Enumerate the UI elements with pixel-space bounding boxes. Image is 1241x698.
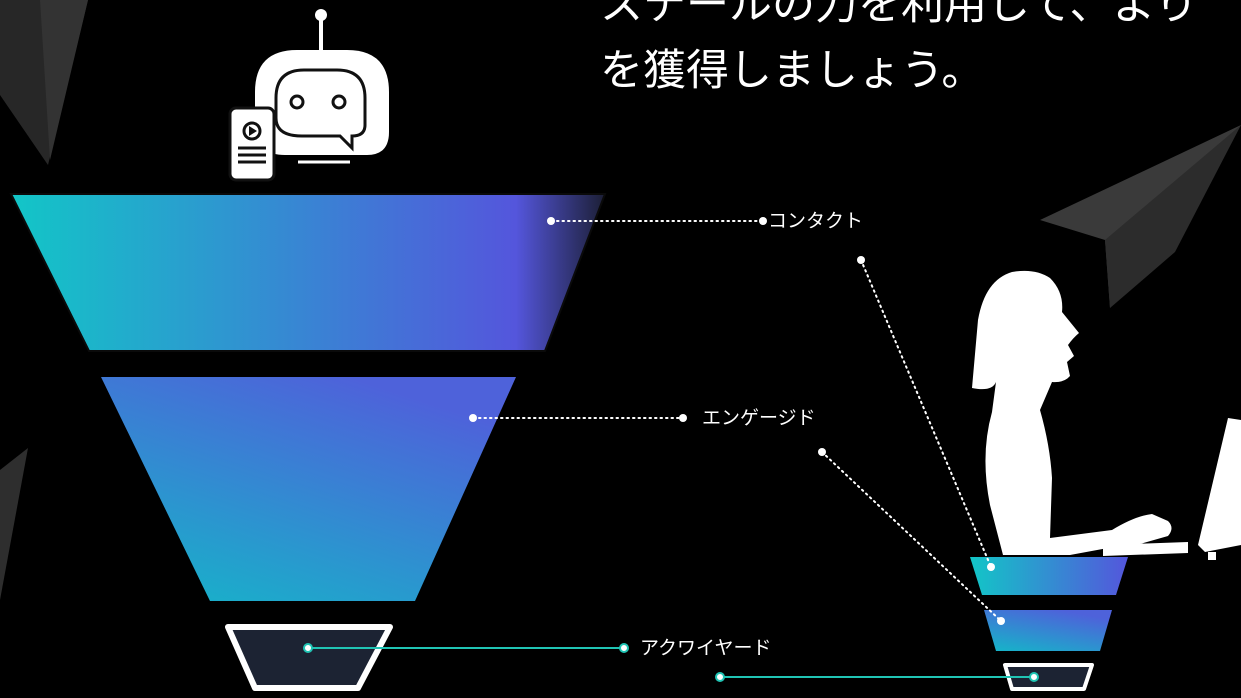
- headline-line-2: を獲得しましょう。: [600, 46, 985, 96]
- paper-plane-icon: [0, 448, 28, 600]
- connector-engaged: [469, 414, 1005, 625]
- connector-acquired: [303, 643, 1039, 682]
- headline-line-1: ステールの力を利用して、より: [600, 0, 1198, 30]
- person-at-computer-silhouette: [972, 270, 1241, 560]
- connector-contact: [547, 217, 995, 571]
- label-acquired: アクワイヤード: [640, 637, 772, 659]
- small-funnel-stage-contact: [970, 557, 1128, 595]
- funnel-stage-acquired: [225, 624, 393, 691]
- small-funnel-stage-acquired: [1003, 663, 1094, 691]
- funnel-stage-contact: [9, 193, 607, 352]
- paper-plane-icon: [0, 0, 88, 165]
- chatbot-icon: [228, 9, 389, 182]
- small-funnel-stage-engaged: [984, 610, 1112, 651]
- label-contact: コンタクト: [768, 210, 864, 232]
- label-engaged: エンゲージド: [702, 407, 816, 429]
- paper-plane-icon: [1040, 125, 1241, 308]
- funnel-stage-engaged: [101, 377, 516, 601]
- headline: ステールの力を利用して、より を獲得しましょう。: [600, 0, 1198, 104]
